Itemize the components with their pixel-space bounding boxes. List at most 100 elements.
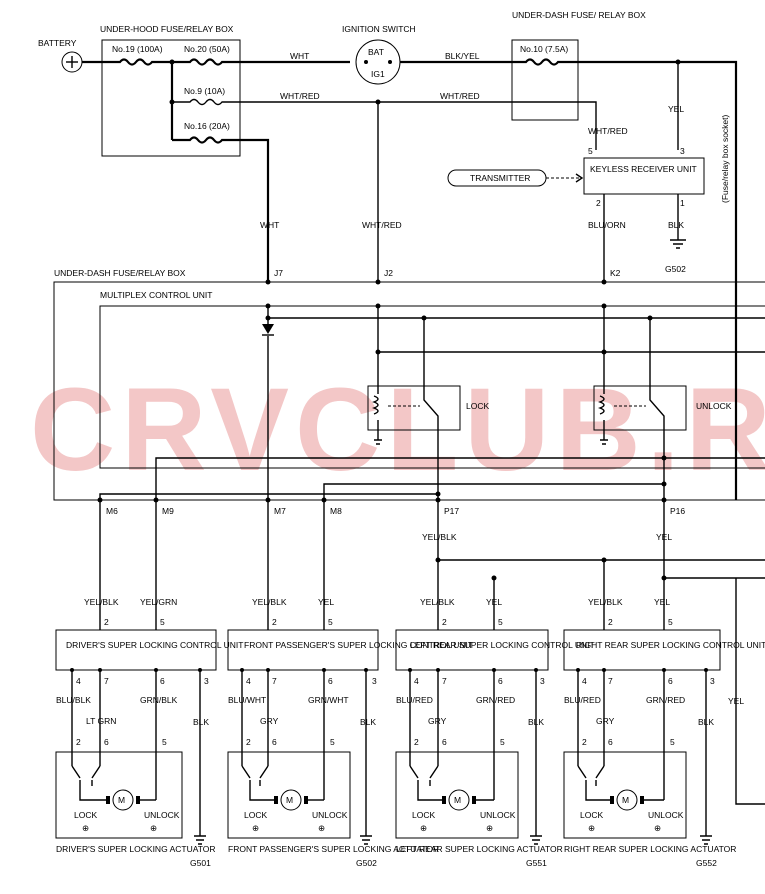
svg-text:⊕: ⊕	[150, 823, 157, 833]
svg-text:⊕: ⊕	[486, 823, 493, 833]
svg-text:M: M	[622, 795, 629, 805]
fuse-20-label: No.20 (50A)	[184, 44, 230, 54]
fuse-20	[172, 58, 350, 66]
wire-label-bluorn: BLU/ORN	[588, 220, 626, 230]
svg-text:2: 2	[582, 737, 587, 747]
pin-label: 3	[680, 146, 685, 156]
svg-text:2: 2	[246, 737, 251, 747]
svg-text:UNLOCK: UNLOCK	[480, 810, 516, 820]
svg-text:GRY: GRY	[596, 716, 615, 726]
ignition-ig1-label: IG1	[371, 69, 385, 79]
fuse-9	[172, 98, 597, 150]
underhood-box-label: UNDER-HOOD FUSE/RELAY BOX	[100, 24, 234, 34]
svg-text:BLU/RED: BLU/RED	[396, 695, 433, 705]
wire-label-wht-2: WHT	[260, 220, 279, 230]
svg-text:UNLOCK: UNLOCK	[648, 810, 684, 820]
svg-text:FRONT PASSENGER'S SUPER LOCKIN: FRONT PASSENGER'S SUPER LOCKING CONTROL …	[244, 640, 473, 650]
svg-text:6: 6	[608, 737, 613, 747]
wire-label-whtred-3: WHT/RED	[588, 126, 628, 136]
svg-text:6: 6	[328, 676, 333, 686]
fuse-9-label: No.9 (10A)	[184, 86, 225, 96]
front-passenger-locking-unit: 2 5 FRONT PASSENGER'S SUPER LOCKING CONTR…	[227, 617, 473, 868]
svg-text:FRONT PASSENGER'S SUPER LOCKIN: FRONT PASSENGER'S SUPER LOCKING ACTUATOR	[228, 844, 439, 854]
wire-label-blk-g502top: BLK	[668, 220, 684, 230]
svg-text:LT GRN: LT GRN	[86, 716, 116, 726]
svg-text:DRIVER'S SUPER LOCKING ACTUATO: DRIVER'S SUPER LOCKING ACTUATOR	[56, 844, 216, 854]
svg-text:GRN/BLK: GRN/BLK	[140, 695, 178, 705]
svg-text:BLU/WHT: BLU/WHT	[228, 695, 266, 705]
ignition-bat-label: BAT	[368, 47, 384, 57]
connector-m6: M6	[106, 506, 118, 516]
svg-text:BLK: BLK	[360, 717, 376, 727]
svg-text:BLU/BLK: BLU/BLK	[56, 695, 91, 705]
svg-text:BLK: BLK	[528, 717, 544, 727]
svg-text:6: 6	[160, 676, 165, 686]
wire-label-yel-top: YEL	[668, 104, 684, 114]
svg-text:RIGHT REAR SUPER LOCKING ACTUA: RIGHT REAR SUPER LOCKING ACTUATOR	[564, 844, 736, 854]
connector-j2: J2	[384, 268, 393, 278]
svg-text:6: 6	[442, 737, 447, 747]
svg-text:3: 3	[204, 676, 209, 686]
svg-text:3: 3	[372, 676, 377, 686]
connector-p16: P16	[670, 506, 685, 516]
svg-text:⊕: ⊕	[420, 823, 427, 833]
svg-text:BLK: BLK	[698, 717, 714, 727]
svg-text:5: 5	[162, 737, 167, 747]
svg-text:4: 4	[414, 676, 419, 686]
wire-label: YEL/BLK	[420, 597, 455, 607]
fuse-16-label: No.16 (20A)	[184, 121, 230, 131]
svg-text:3: 3	[710, 676, 715, 686]
underdash-box-top-label: UNDER-DASH FUSE/ RELAY BOX	[512, 10, 646, 20]
svg-text:LOCK: LOCK	[412, 810, 435, 820]
wire-label-yel-p16: YEL	[656, 532, 672, 542]
svg-text:6: 6	[104, 737, 109, 747]
svg-text:M: M	[454, 795, 461, 805]
fuse-19	[102, 58, 172, 66]
svg-text:M: M	[118, 795, 125, 805]
svg-text:⊕: ⊕	[588, 823, 595, 833]
svg-text:UNLOCK: UNLOCK	[312, 810, 348, 820]
transmitter-label: TRANSMITTER	[470, 173, 530, 183]
svg-text:5: 5	[160, 617, 165, 627]
underdash-box-label: UNDER-DASH FUSE/RELAY BOX	[54, 268, 186, 278]
svg-text:GRN/RED: GRN/RED	[646, 695, 685, 705]
svg-text:4: 4	[246, 676, 251, 686]
svg-text:2: 2	[608, 617, 613, 627]
svg-text:2: 2	[76, 737, 81, 747]
svg-text:5: 5	[498, 617, 503, 627]
wire-label: YEL/BLK	[588, 597, 623, 607]
lock-relay-label: LOCK	[466, 401, 489, 411]
svg-text:5: 5	[670, 737, 675, 747]
wire-label-wht: WHT	[290, 51, 309, 61]
svg-text:G551: G551	[526, 858, 547, 868]
wire-label-blkyel: BLK/YEL	[445, 51, 480, 61]
svg-text:2: 2	[104, 617, 109, 627]
svg-text:5: 5	[328, 617, 333, 627]
fuse-10	[512, 58, 738, 500]
svg-text:7: 7	[608, 676, 613, 686]
svg-text:5: 5	[500, 737, 505, 747]
connector-m9: M9	[162, 506, 174, 516]
svg-text:UNLOCK: UNLOCK	[144, 810, 180, 820]
svg-text:GRN/RED: GRN/RED	[476, 695, 515, 705]
svg-text:⊕: ⊕	[318, 823, 325, 833]
svg-text:6: 6	[668, 676, 673, 686]
connector-k2: K2	[610, 268, 621, 278]
svg-text:LOCK: LOCK	[244, 810, 267, 820]
connector-m8: M8	[330, 506, 342, 516]
connector-m7: M7	[274, 506, 286, 516]
wire-label-whtred-2: WHT/RED	[440, 91, 480, 101]
svg-text:7: 7	[104, 676, 109, 686]
svg-text:GRN/WHT: GRN/WHT	[308, 695, 349, 705]
wire-label: YEL	[486, 597, 502, 607]
wire-label: YEL/GRN	[140, 597, 177, 607]
driver-unit-name: DRIVER'S SUPER LOCKING CONTROL UNIT	[66, 640, 243, 650]
svg-text:⊕: ⊕	[252, 823, 259, 833]
svg-text:6: 6	[272, 737, 277, 747]
unlock-relay	[593, 385, 687, 431]
svg-text:GRY: GRY	[428, 716, 447, 726]
